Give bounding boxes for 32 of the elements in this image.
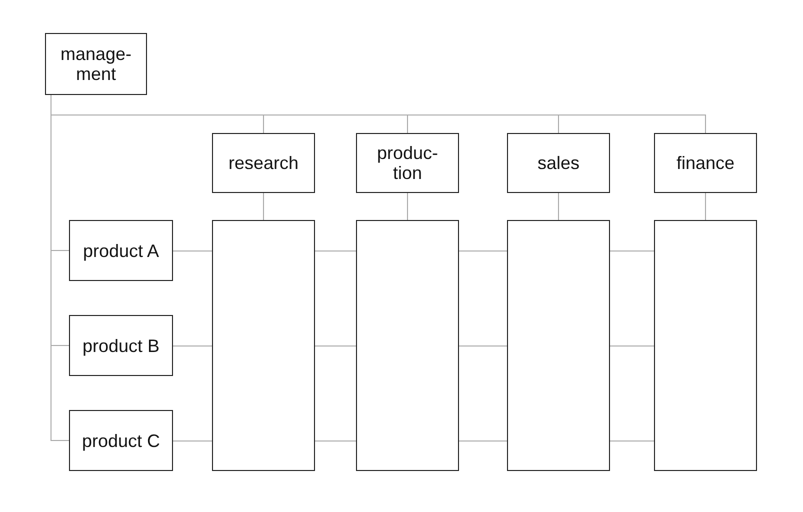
unit-label: product B [81, 336, 161, 356]
unit-label: sales [536, 153, 581, 173]
org-unit-box [69, 220, 173, 281]
unit-label: research [227, 153, 300, 173]
unit-label: product A [82, 240, 160, 260]
org-unit-box [212, 133, 315, 193]
unit-label: produc- tion [376, 143, 440, 183]
connector-line [458, 250, 508, 252]
matrix-cell-box [356, 220, 459, 471]
org-unit-box [654, 133, 757, 193]
matrix-cell-box [507, 220, 610, 471]
matrix-cell-box [212, 220, 315, 471]
connector-line [407, 192, 408, 220]
connector-line [610, 440, 654, 442]
unit-label: manage- ment [59, 44, 133, 84]
connector-line [610, 250, 654, 252]
org-unit-box [356, 133, 459, 193]
connector-line [314, 250, 356, 252]
connector-line [558, 192, 559, 220]
org-unit-box [69, 410, 173, 471]
connector-line [458, 440, 508, 442]
org-unit-box [45, 33, 147, 95]
connector-line [705, 192, 706, 220]
matrix-cell-box [654, 220, 757, 471]
connector-line [314, 440, 356, 442]
unit-label: product C [80, 430, 162, 450]
unit-label: finance [675, 153, 736, 173]
connector-line [172, 440, 212, 442]
org-unit-box [507, 133, 610, 193]
connector-line [172, 250, 212, 252]
org-unit-box [69, 315, 173, 376]
connector-line [263, 192, 264, 220]
